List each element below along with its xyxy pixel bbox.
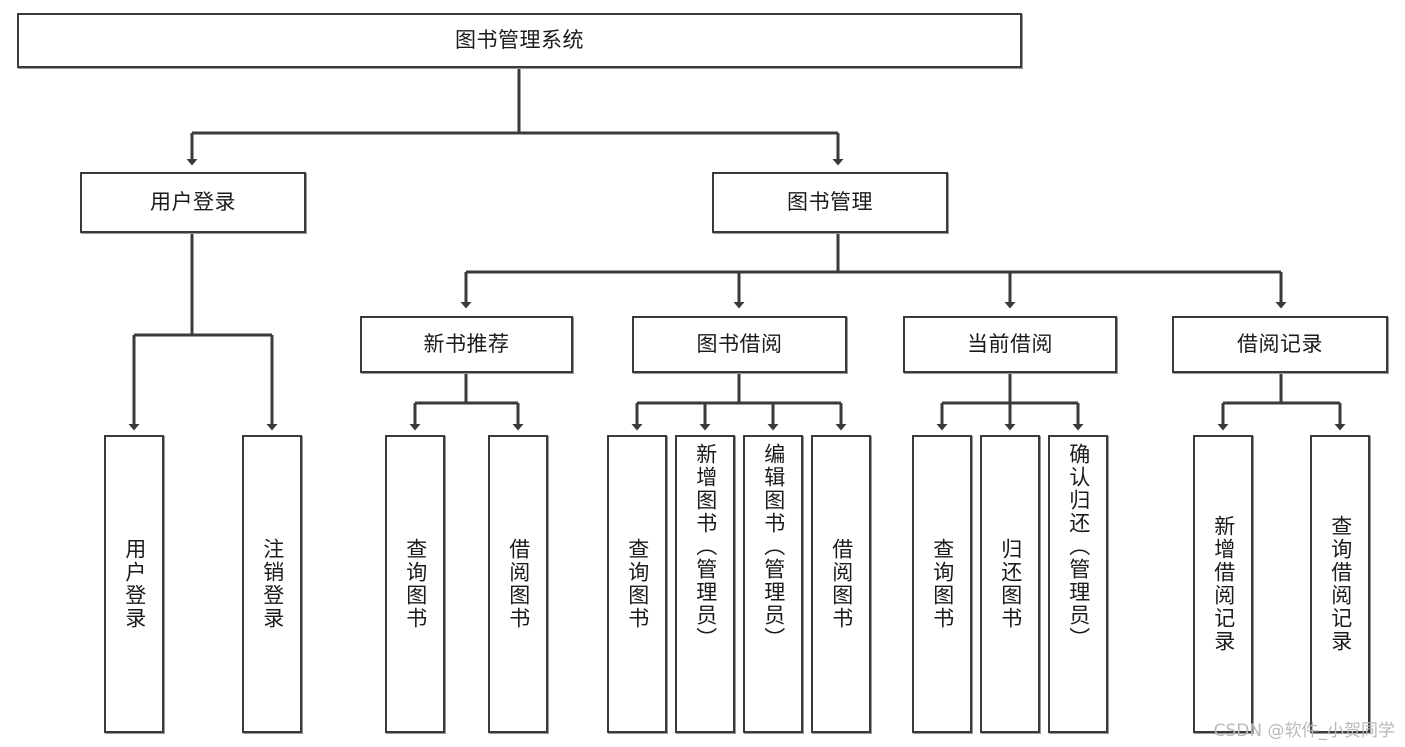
- node-leaf-query-book-recommend[interactable]: 查询图书: [385, 435, 445, 733]
- node-leaf-add-borrow-record[interactable]: 新增借阅记录: [1193, 435, 1253, 733]
- node-user-login-label: 用户登录: [150, 190, 236, 215]
- node-book-management-label: 图书管理: [787, 190, 873, 215]
- node-leaf-add-book-admin[interactable]: 新增图书（管理员）: [675, 435, 735, 733]
- node-leaf-query-book-current-label: 查询图书: [930, 538, 955, 630]
- node-leaf-query-book-current[interactable]: 查询图书: [912, 435, 972, 733]
- node-leaf-user-login[interactable]: 用户登录: [104, 435, 164, 733]
- node-leaf-query-book-borrow-label: 查询图书: [625, 538, 650, 630]
- csdn-watermark: CSDN @软件_小贺同学: [1213, 721, 1395, 741]
- node-leaf-borrow-book-label: 借阅图书: [829, 538, 854, 630]
- node-leaf-edit-book-admin[interactable]: 编辑图书（管理员）: [743, 435, 803, 733]
- node-leaf-return-book-label: 归还图书: [998, 538, 1023, 630]
- node-leaf-query-book-recommend-label: 查询图书: [403, 538, 428, 630]
- node-book-borrow[interactable]: 图书借阅: [632, 316, 847, 373]
- node-leaf-user-login-label: 用户登录: [122, 538, 147, 630]
- node-leaf-add-book-admin-label: 新增图书（管理员）: [693, 443, 718, 650]
- node-new-book-recommend-label: 新书推荐: [423, 332, 510, 357]
- node-leaf-query-borrow-record[interactable]: 查询借阅记录: [1310, 435, 1370, 733]
- node-current-borrow-label: 当前借阅: [967, 332, 1053, 357]
- node-leaf-edit-book-admin-label: 编辑图书（管理员）: [761, 443, 786, 650]
- node-book-borrow-label: 图书借阅: [696, 332, 783, 357]
- node-leaf-borrow-book[interactable]: 借阅图书: [811, 435, 871, 733]
- node-leaf-add-borrow-record-label: 新增借阅记录: [1211, 515, 1236, 653]
- node-current-borrow[interactable]: 当前借阅: [903, 316, 1117, 373]
- node-leaf-borrow-book-recommend[interactable]: 借阅图书: [488, 435, 548, 733]
- node-new-book-recommend[interactable]: 新书推荐: [360, 316, 573, 373]
- node-leaf-logout[interactable]: 注销登录: [242, 435, 302, 733]
- node-leaf-confirm-return-admin[interactable]: 确认归还（管理员）: [1048, 435, 1108, 733]
- node-leaf-query-borrow-record-label: 查询借阅记录: [1328, 515, 1353, 653]
- node-leaf-borrow-book-recommend-label: 借阅图书: [506, 538, 531, 630]
- node-leaf-return-book[interactable]: 归还图书: [980, 435, 1040, 733]
- node-root-book-management-system[interactable]: 图书管理系统: [17, 13, 1022, 68]
- node-leaf-logout-label: 注销登录: [260, 538, 285, 630]
- node-root-label: 图书管理系统: [455, 28, 584, 53]
- node-borrow-record[interactable]: 借阅记录: [1172, 316, 1388, 373]
- node-book-management[interactable]: 图书管理: [712, 172, 948, 233]
- node-leaf-query-book-borrow[interactable]: 查询图书: [607, 435, 667, 733]
- node-leaf-confirm-return-admin-label: 确认归还（管理员）: [1066, 443, 1091, 650]
- node-borrow-record-label: 借阅记录: [1237, 332, 1323, 357]
- node-user-login[interactable]: 用户登录: [80, 172, 306, 233]
